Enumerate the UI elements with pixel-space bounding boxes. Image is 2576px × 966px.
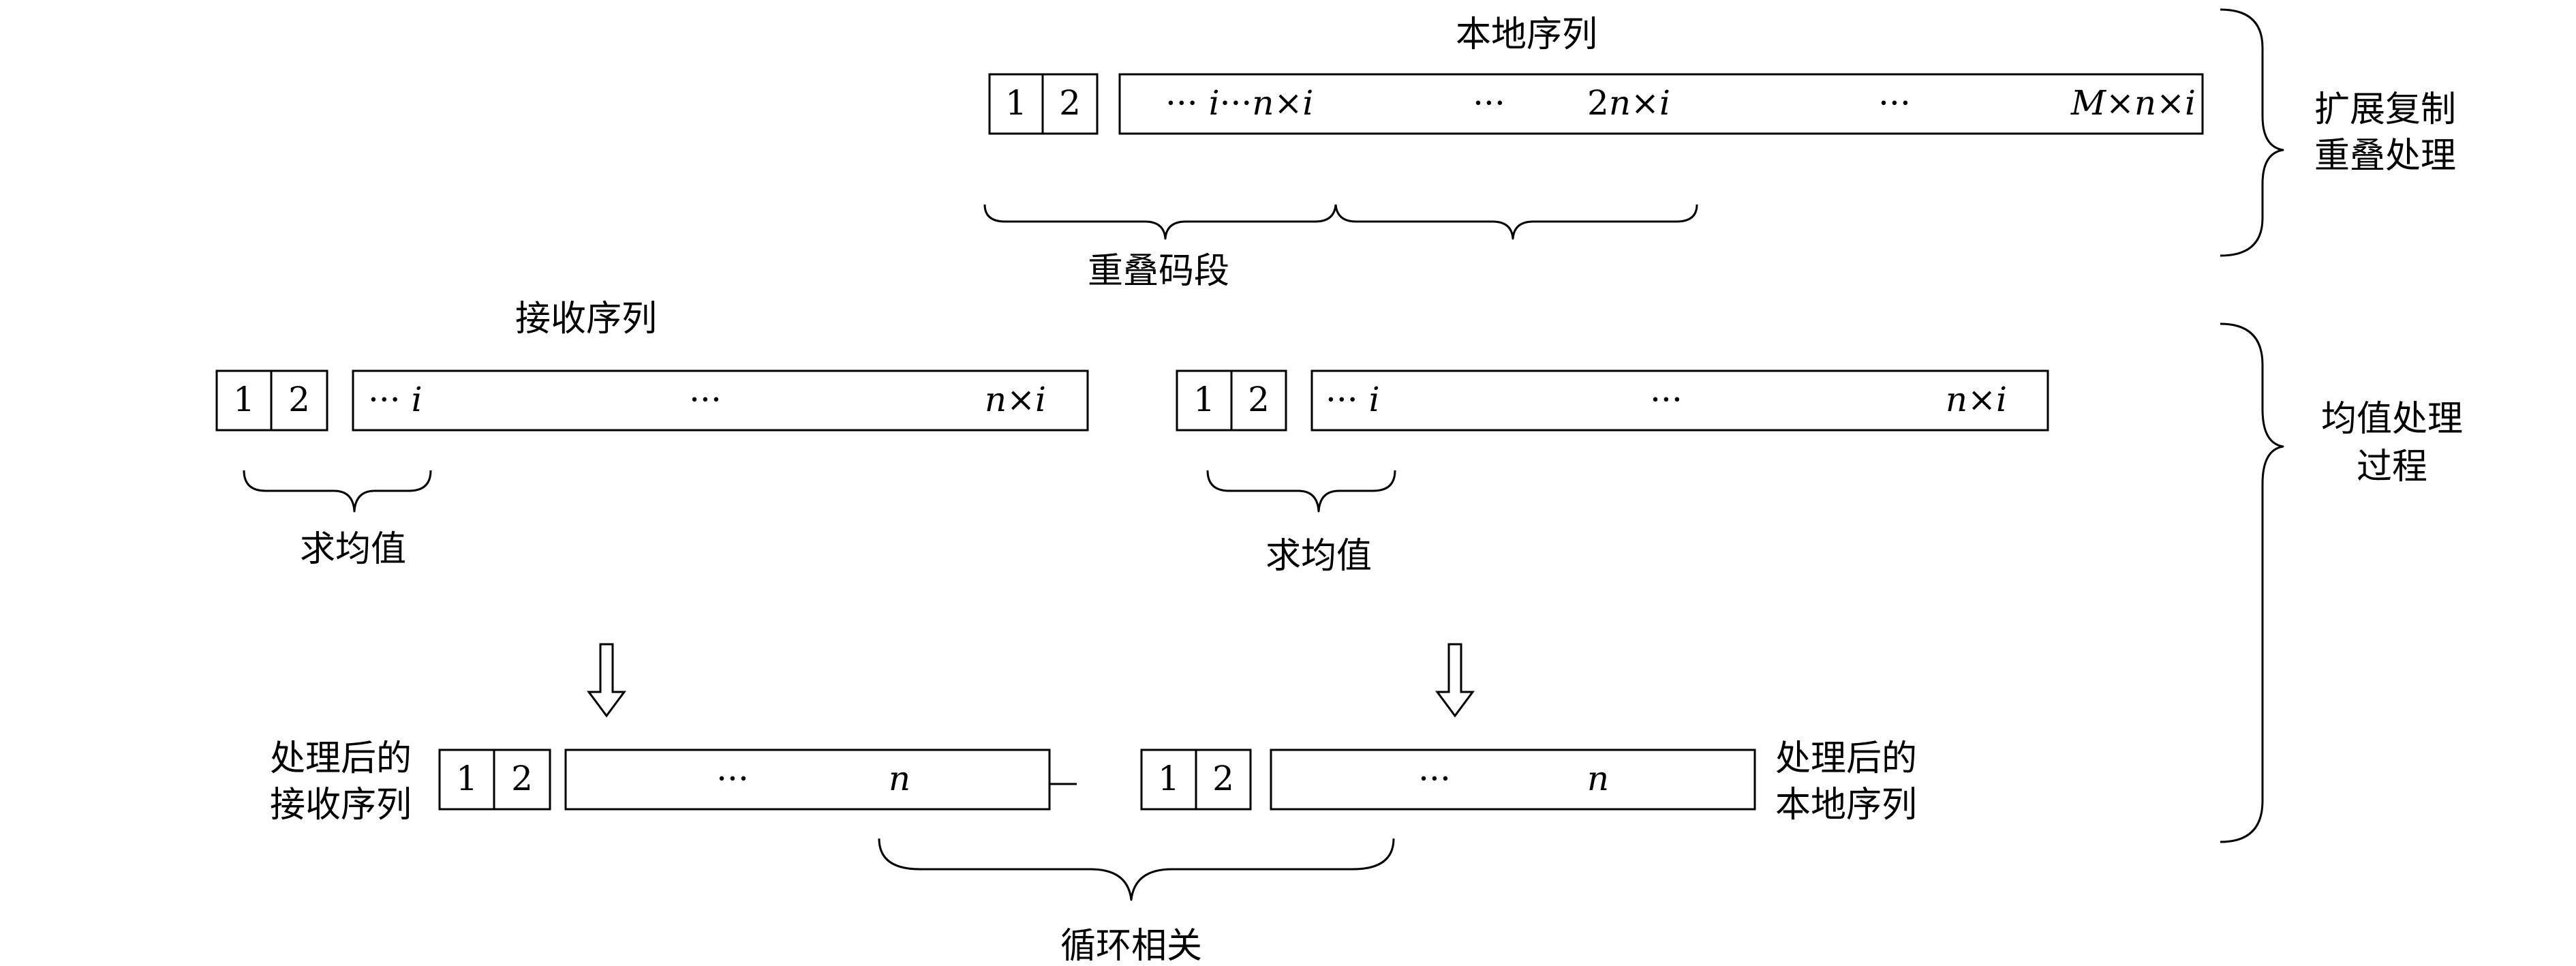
precv-cell-2-label: 2 <box>511 759 533 798</box>
local-cell-2 <box>1041 73 1099 135</box>
plocal-cell-2 <box>1195 749 1252 811</box>
overlap-brace-right <box>1334 204 1698 240</box>
plocal-item-n: n <box>1587 759 1609 798</box>
recv-item-ni: n×i <box>985 380 1046 419</box>
local-sequence-box <box>1118 73 2204 135</box>
circular-corr-label: 循环相关 <box>1060 926 1202 966</box>
local2-item-i: ··· i <box>1325 380 1380 419</box>
extend-copy-label-2: 重叠处理 <box>2314 136 2456 177</box>
processed-recv-sequence-group: 1 2 ··· n <box>438 749 1051 811</box>
local2-cell-2-label: 2 <box>1248 380 1270 419</box>
processed-recv-label-2: 接收序列 <box>270 785 412 826</box>
mean-process-label-2: 过程 <box>2357 447 2427 487</box>
mean-label-left: 求均值 <box>300 529 406 570</box>
local-sequence-2-group: 1 2 ··· i ··· n×i <box>1176 369 2049 432</box>
mean-label-right: 求均值 <box>1266 536 1372 577</box>
recv-cell-1-label: 1 <box>233 380 255 419</box>
processed-local-label-1: 处理后的 <box>1775 738 1917 779</box>
precv-cell-2 <box>493 749 551 811</box>
recv-sequence-box <box>352 369 1089 432</box>
local2-cell-2 <box>1230 369 1287 432</box>
local-item-Mni: M×n×i <box>2070 83 2196 123</box>
processed-local-sequence-group: 1 2 ··· n <box>1140 749 1756 811</box>
plocal-cell-2-label: 2 <box>1212 759 1234 798</box>
processed-recv-label-1: 处理后的 <box>270 738 412 779</box>
precv-sequence-box <box>564 749 1051 811</box>
local-sequence-group: 本地序列 1 2 ··· i···n×i ··· 2n×i ··· M×n×i <box>988 14 2204 135</box>
overlap-segment-label: 重叠码段 <box>1088 251 1229 292</box>
precv-item-dots: ··· <box>716 759 749 798</box>
recv-item-i: ··· i <box>368 380 423 419</box>
recv-cell-2-label: 2 <box>288 380 310 419</box>
recv-seq-title: 接收序列 <box>515 299 657 339</box>
local-item-2ni: 2n×i <box>1587 83 1670 123</box>
mean-process-brace <box>2220 322 2284 843</box>
processed-local-label-2: 本地序列 <box>1775 785 1917 826</box>
local2-item-ni: n×i <box>1946 380 2007 419</box>
overlap-brace-left <box>983 204 1337 240</box>
recv-item-dots: ··· <box>689 380 722 419</box>
local2-cell-1-label: 1 <box>1193 380 1215 419</box>
local-item-dots-1: ··· <box>1473 83 1505 123</box>
mean-process-label-1: 均值处理 <box>2321 399 2463 440</box>
extend-copy-brace <box>2220 8 2284 257</box>
plocal-cell-1-label: 1 <box>1158 759 1180 798</box>
extend-copy-label-1: 扩展复制 <box>2314 89 2456 130</box>
local-cell-1-label: 1 <box>1005 83 1027 123</box>
local2-sequence-box <box>1310 369 2049 432</box>
local-seq-title: 本地序列 <box>1456 14 1597 55</box>
mean-brace-right <box>1206 470 1396 513</box>
precv-cell-1-label: 1 <box>456 759 478 798</box>
local-cell-2-label: 2 <box>1059 83 1081 123</box>
down-arrow-right-icon <box>1435 643 1475 718</box>
local-item-dots-2: ··· <box>1878 83 1911 123</box>
down-arrow-left-icon <box>587 643 626 718</box>
local-item-i: ··· i···n×i <box>1165 83 1313 123</box>
precv-item-n: n <box>889 759 910 798</box>
plocal-sequence-box <box>1270 749 1756 811</box>
recv-cell-2 <box>270 369 328 432</box>
circular-corr-brace <box>878 838 1395 901</box>
mean-brace-left <box>243 470 432 513</box>
local2-item-dots: ··· <box>1650 380 1683 419</box>
plocal-item-dots: ··· <box>1418 759 1451 798</box>
recv-sequence-group: 接收序列 1 2 ··· i ··· n×i <box>215 299 1089 432</box>
